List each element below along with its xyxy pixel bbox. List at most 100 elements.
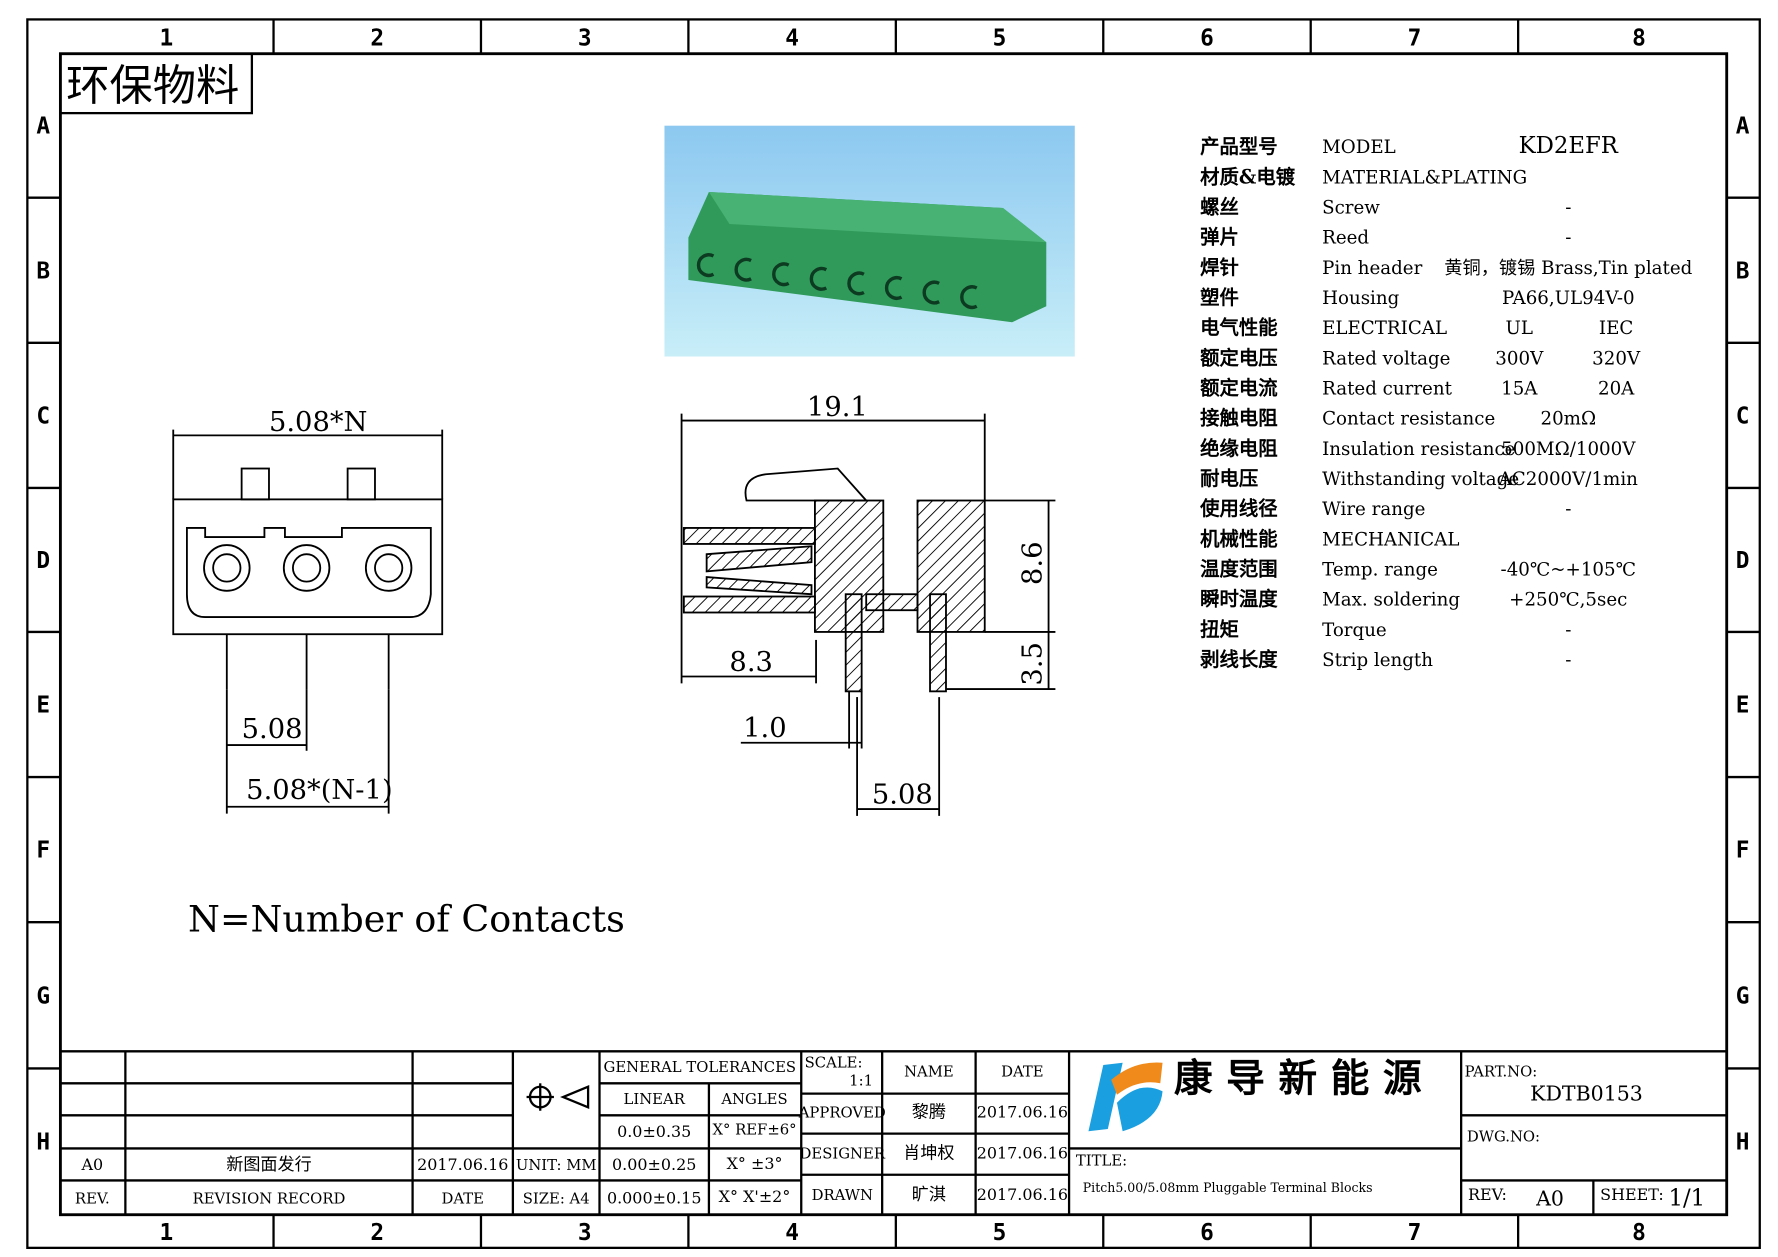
zone-col-top: 2 [370,26,384,52]
dim-pitch-total: 5.08*(N-1) [246,775,392,806]
designer-date: 2017.06.16 [977,1144,1068,1163]
date-header: DATE [442,1190,484,1207]
title-block [60,1050,1727,1215]
tol-angle-3: X° X'±2° [719,1187,791,1206]
screw-hole [292,553,322,583]
photo-slot [809,266,828,291]
approved-date: 2017.06.16 [977,1103,1068,1122]
spec-label-en: Insulation resistance [1322,439,1515,460]
zone-row-left: B [36,258,50,284]
spec-value: - [1565,228,1571,249]
scale-value: 1:1 [849,1073,873,1090]
contacts-note: N=Number of Contacts [188,897,625,940]
spec-label-cn: 使用线径 [1199,497,1278,520]
spec-value: - [1565,197,1571,218]
spec-label-cn: 焊针 [1200,256,1239,279]
spec-label-en: MECHANICAL [1322,529,1459,550]
photo-slot [734,257,752,282]
zone-row-right: H [1736,1130,1750,1156]
spec-label-cn: 额定电流 [1200,376,1278,399]
spec-value: +250℃,5sec [1509,590,1627,611]
zone-row-left: C [36,403,50,429]
general-tolerances: GENERAL TOLERANCES [604,1059,797,1076]
zone-col-bottom: 7 [1408,1220,1422,1246]
part-number: KDTB0153 [1530,1081,1643,1105]
screw-hole [212,553,242,583]
spec-value: -40℃~+105℃ [1501,559,1636,580]
spec-label-cn: 产品型号 [1200,135,1277,158]
designer-name: 肖坤权 [903,1144,954,1164]
spec-iec: 20A [1598,378,1635,399]
zone-col-top: 4 [785,26,799,52]
dim-front-width: 5.08*N [269,407,367,438]
spec-label-cn: 电气性能 [1200,316,1278,339]
front-view-drawing [172,429,444,814]
spec-label-en: ELECTRICAL [1322,318,1447,339]
spec-label-en: Withstanding voltage [1322,469,1519,490]
tol-linear-3: 0.000±0.15 [607,1188,702,1207]
product-photo [664,125,1075,357]
spec-label-cn: 剥线长度 [1200,648,1278,671]
zone-row-left: F [36,838,50,864]
screw-hole [374,553,404,583]
zone-col-top: 1 [160,26,174,52]
photo-slot [696,253,715,278]
zone-row-left: G [36,983,50,1009]
spec-label-cn: 温度范围 [1200,557,1277,580]
zone-row-right: A [1736,114,1750,140]
spec-value: AC2000V/1min [1498,469,1638,490]
dim-pin-length: 3.5 [1018,642,1049,686]
photo-slot [922,280,940,305]
zone-row-left: A [36,114,50,140]
rev-label: REV: [1468,1185,1507,1204]
zone-col-bottom: 6 [1200,1220,1214,1246]
eco-badge: 环保物料 [66,62,239,112]
spec-value: 黄铜，镀锡 Brass,Tin plated [1444,258,1692,279]
title-label: TITLE: [1076,1153,1127,1170]
screw-hole [282,544,331,592]
spec-label-cn: 绝缘电阻 [1200,437,1278,460]
eco-badge-box [59,52,254,115]
zone-col-top: 6 [1200,26,1214,52]
zone-row-right: B [1736,258,1750,284]
sheet-value: 1/1 [1668,1186,1705,1212]
spec-label-cn: 扭矩 [1200,618,1239,641]
spec-label-en: Rated voltage [1322,348,1450,369]
drawn-label: DRAWN [812,1187,873,1204]
zone-col-bottom: 3 [578,1220,592,1246]
spec-value: - [1565,499,1571,520]
zone-col-bottom: 5 [993,1220,1007,1246]
revision-record-header: REVISION RECORD [193,1190,346,1207]
spec-iec: IEC [1599,318,1633,339]
zone-row-right: E [1736,692,1750,718]
spec-ul: UL [1506,318,1533,339]
spec-label-cn: 接触电阻 [1200,407,1278,430]
zone-col-bottom: 4 [785,1220,799,1246]
unit-label: UNIT: MM [516,1157,597,1174]
spec-ul: 300V [1495,348,1544,369]
spec-label-cn: 弹片 [1200,226,1239,249]
spec-label-en: Strip length [1322,650,1433,671]
zone-row-right: D [1736,548,1750,574]
drawing-title: Pitch5.00/5.08mm Pluggable Terminal Bloc… [1083,1180,1373,1195]
tol-linear-2: 0.00±0.25 [612,1155,696,1174]
zone-row-right: G [1736,983,1750,1009]
date-header-2: DATE [1001,1063,1043,1080]
spec-label-cn: 塑件 [1200,286,1239,309]
spec-label-cn: 机械性能 [1200,527,1278,550]
spec-label-en: MATERIAL&PLATING [1322,167,1527,188]
spec-label-en: Max. soldering [1322,590,1460,611]
scale-label: SCALE: [805,1054,863,1071]
spec-label-cn: 耐电压 [1200,467,1258,490]
tol-angle-2: X° ±3° [727,1154,783,1173]
zone-col-bottom: 2 [370,1220,384,1246]
spec-label-en: Temp. range [1322,559,1438,580]
zone-row-right: F [1736,838,1750,864]
company-name: 康 导 新 能 源 [1174,1056,1422,1101]
approved-name: 黎腾 [912,1103,946,1123]
angles-label: ANGLES [720,1091,787,1108]
spec-label-en: Screw [1322,197,1380,218]
photo-slot [772,262,790,287]
zone-row-left: D [36,548,50,574]
